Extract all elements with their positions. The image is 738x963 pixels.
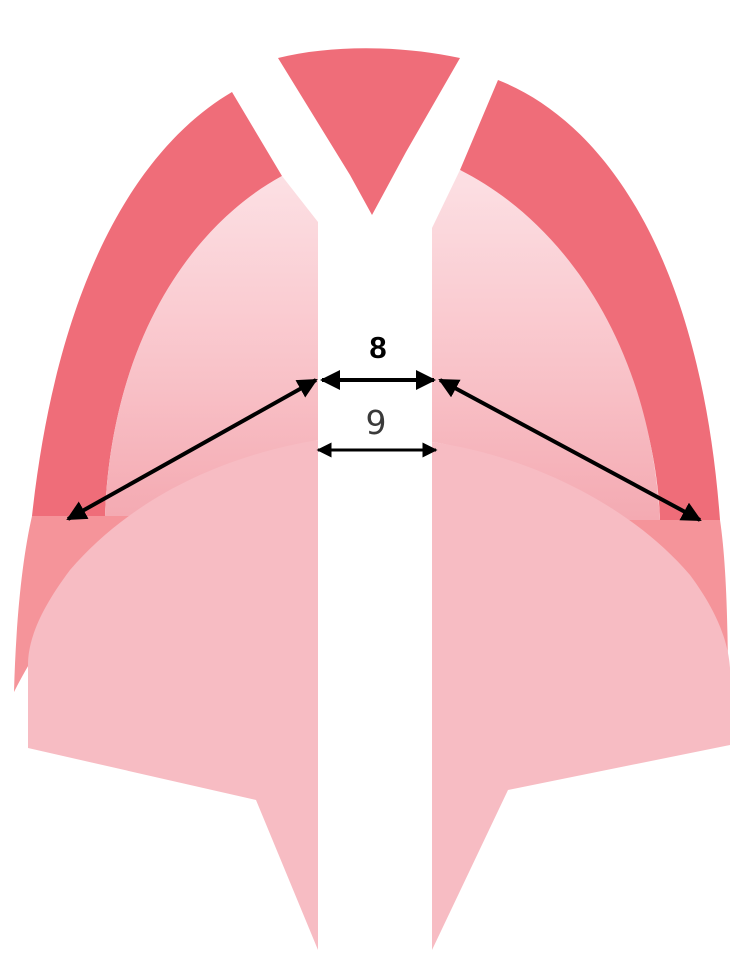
label-9: 9 xyxy=(366,403,387,442)
top-wedge xyxy=(278,48,460,215)
label-8: 8 xyxy=(369,330,386,365)
